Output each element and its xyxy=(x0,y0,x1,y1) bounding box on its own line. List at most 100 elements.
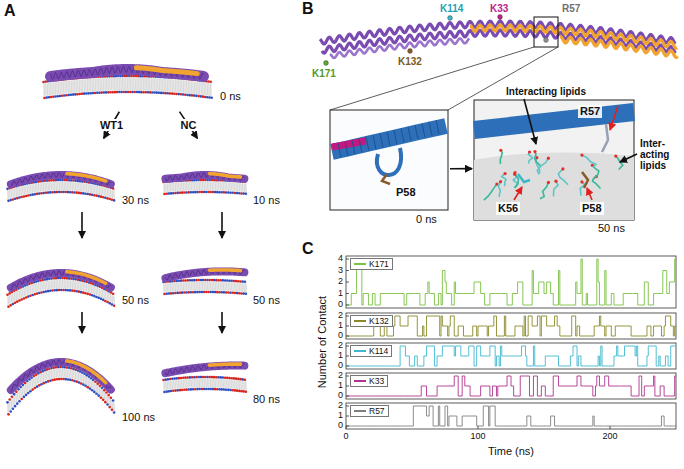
lipid-tail xyxy=(186,282,188,290)
lipid-tail xyxy=(226,183,228,191)
lipid-tail xyxy=(89,285,91,293)
lipid-head xyxy=(231,389,234,392)
y-tick xyxy=(346,305,349,306)
lipid-head xyxy=(170,390,173,393)
lipid-tail xyxy=(78,282,80,290)
lipid-tail xyxy=(186,182,188,190)
lipid-tail xyxy=(52,280,54,288)
lipid-tail xyxy=(207,379,209,387)
lipid-tail xyxy=(94,383,96,391)
lipid-tail xyxy=(128,78,130,90)
lipid-tail xyxy=(199,82,201,94)
lipid-head xyxy=(53,378,56,381)
lipid-head xyxy=(210,97,213,100)
lipid-tail xyxy=(53,83,55,95)
lipid-tail xyxy=(181,80,183,92)
lipid-tail xyxy=(103,78,105,90)
lipid-head xyxy=(176,389,179,392)
lipid-head xyxy=(238,390,241,393)
lipid-head xyxy=(47,290,50,293)
lipid-head xyxy=(31,193,34,196)
lipid-tail xyxy=(19,187,21,195)
protein-helix-texture xyxy=(165,173,244,181)
lipid-tail xyxy=(27,287,29,295)
lipid-head xyxy=(47,191,50,194)
lipid-head xyxy=(82,192,85,195)
loop-ribbon xyxy=(377,148,401,175)
lipid-tail xyxy=(59,369,61,377)
lipid-tail xyxy=(58,82,60,94)
lipid-head xyxy=(207,80,210,83)
lipid-tail xyxy=(9,295,11,303)
protein-helix-texture xyxy=(165,269,244,280)
residue-label: K114 xyxy=(440,3,463,14)
lipid-tail xyxy=(176,380,178,388)
lipid-tail xyxy=(184,282,186,290)
lipid-tail xyxy=(72,182,74,190)
protein-segment xyxy=(210,268,241,272)
lipid-tail xyxy=(200,83,202,95)
lipid-tail xyxy=(84,184,86,192)
legend-text: K171 xyxy=(369,259,389,269)
contact-trace xyxy=(346,376,676,396)
lipid-head xyxy=(111,408,114,411)
lipid-head xyxy=(89,293,92,296)
lipid-head xyxy=(110,291,113,294)
lipid-tail xyxy=(242,184,244,192)
lipid-tail xyxy=(16,394,18,402)
residue-marker xyxy=(498,15,503,20)
lipid-tail xyxy=(104,291,106,299)
lipid-tail xyxy=(64,81,66,93)
lipid-tail xyxy=(61,82,63,94)
lipid-head xyxy=(170,192,173,195)
lipid-tail xyxy=(133,78,135,90)
lipid-tail xyxy=(83,184,85,192)
lipid-tail xyxy=(149,78,151,90)
legend-box: K114 xyxy=(350,345,392,357)
lipid-tail xyxy=(234,183,236,191)
lipid-tail xyxy=(245,184,247,192)
simulation-snapshot: 100 ns xyxy=(4,335,160,427)
legend-text: R57 xyxy=(369,406,385,416)
lipid-tail xyxy=(178,283,180,291)
y-tick-label: 2 xyxy=(338,277,343,287)
annotation-label: Inter- acting lipids xyxy=(640,138,678,171)
lipid-tail xyxy=(132,78,134,90)
lipid-tail xyxy=(231,283,233,291)
lipid-tail xyxy=(152,79,154,91)
lipid-tail xyxy=(100,187,102,195)
zoom-box xyxy=(534,17,558,47)
lipid-tail xyxy=(144,78,146,90)
lipid-tail xyxy=(22,289,24,297)
protein-helix-texture xyxy=(165,363,244,375)
lipid-tail xyxy=(143,78,145,90)
lipid-tail xyxy=(20,289,22,297)
lipid-head xyxy=(240,390,243,393)
lipid-tail xyxy=(65,280,67,288)
lipid-head xyxy=(25,195,28,198)
contact-trace xyxy=(346,346,676,366)
plot-frame xyxy=(346,256,676,308)
lipid-head xyxy=(235,377,238,380)
lipid-head xyxy=(7,413,10,416)
lipid-tail xyxy=(220,182,222,190)
membrane-core xyxy=(163,180,247,194)
lipid-tail xyxy=(205,282,207,290)
lipid-head xyxy=(18,400,21,403)
lipid-tail xyxy=(16,292,18,300)
lipid-head xyxy=(69,289,72,292)
lipid-tail xyxy=(105,394,107,402)
lipid-tail xyxy=(196,82,198,94)
lipid-tail xyxy=(165,382,167,390)
protein-helix-texture xyxy=(11,360,111,393)
inset-frame xyxy=(474,100,634,220)
lipid-head xyxy=(175,377,178,380)
lipid-tail xyxy=(49,182,51,190)
lipid-tail xyxy=(207,83,209,95)
lipid-tail xyxy=(119,78,121,90)
lipid-tail xyxy=(112,401,114,409)
lipid-head xyxy=(81,93,84,96)
lipid-head xyxy=(167,378,170,381)
lipid-tail xyxy=(224,182,226,190)
protein-segment xyxy=(67,174,106,181)
